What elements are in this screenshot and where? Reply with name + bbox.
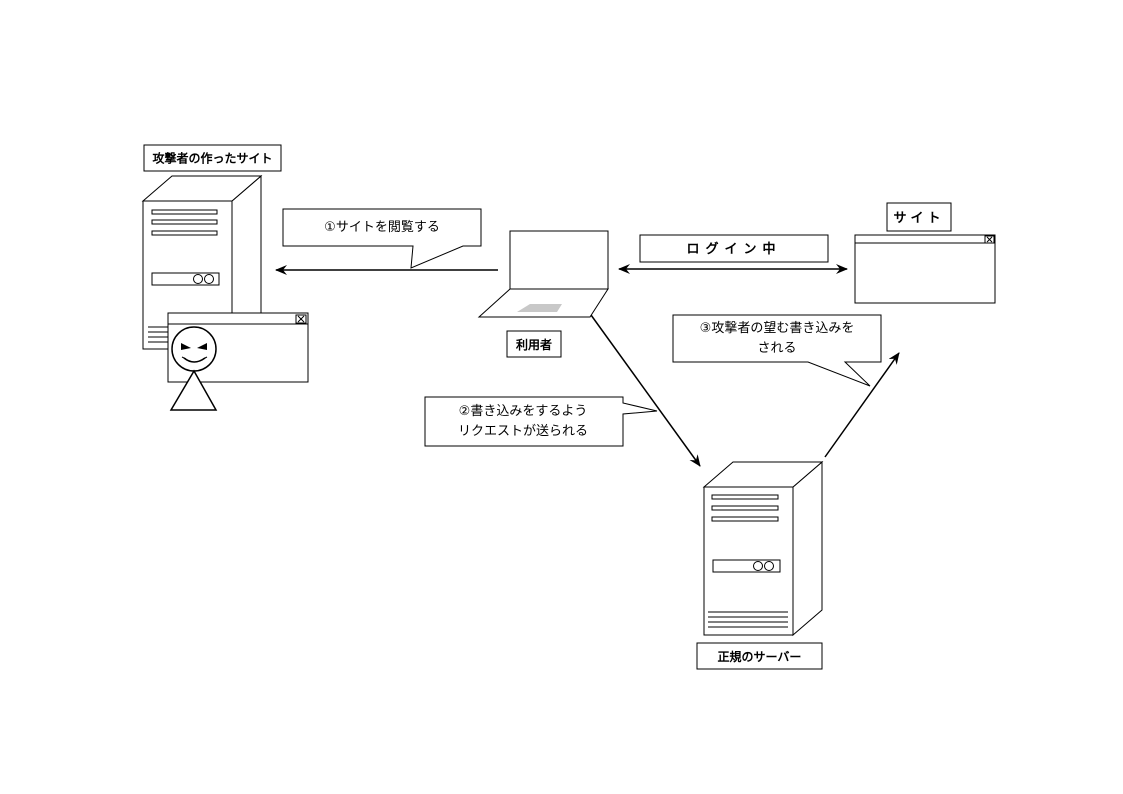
- step1-callout: ①サイトを閲覧する: [282, 208, 482, 269]
- site-label: サイト: [893, 211, 944, 226]
- user-label: 利用者: [516, 337, 552, 352]
- close-icon: [297, 315, 305, 323]
- attacker-site-label-box: 攻撃者の作ったサイト: [143, 144, 282, 172]
- arrow-user-to-server: [590, 314, 701, 467]
- logged-in-label: ログイン中: [686, 241, 781, 257]
- attacker-site-label: 攻撃者の作ったサイト: [152, 151, 272, 166]
- legit-server-label: 正規のサーバー: [718, 649, 802, 664]
- step3-text-line2: される: [757, 341, 796, 356]
- user-label-box: 利用者: [506, 330, 562, 358]
- arrow-server-to-site: [824, 352, 900, 458]
- logged-in-label-box: ログイン中: [639, 234, 829, 263]
- step3-callout: ③攻撃者の望む書き込みを される: [672, 314, 882, 387]
- site-label-box: サイト: [886, 202, 952, 232]
- server-tower-icon: [702, 460, 824, 637]
- laptop-icon: [477, 230, 609, 318]
- browser-window-icon: [854, 234, 996, 304]
- step3-text-line1: ③攻撃者の望む書き込みを: [700, 320, 855, 336]
- step1-text: ①サイトを閲覧する: [324, 219, 440, 235]
- close-icon: [986, 236, 993, 243]
- evil-person-icon: [169, 326, 218, 411]
- step2-callout: ②書き込みをするよう リクエストが送られる: [424, 396, 658, 447]
- legit-server-label-box: 正規のサーバー: [696, 642, 823, 670]
- step2-text-line2: リクエストが送られる: [458, 424, 588, 439]
- step2-text-line1: ②書き込みをするよう: [459, 404, 588, 419]
